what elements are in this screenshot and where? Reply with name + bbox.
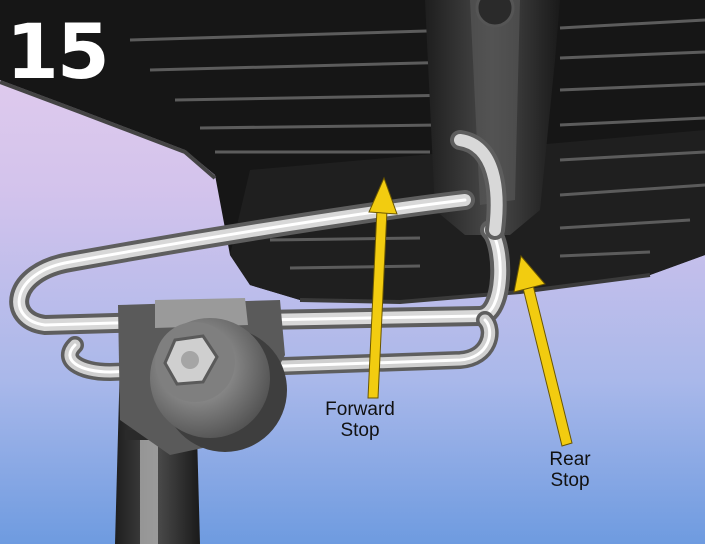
rear-stop-label-line1: Rear [549,449,591,470]
forward-stop-arrow [367,176,398,399]
rear-stop-arrow [513,254,573,447]
forward-stop-label: Forward Stop [314,399,406,441]
pivot-clamp [118,298,287,455]
rear-stop-label: Rear Stop [534,449,606,491]
rear-stop-label-line2: Stop [550,470,590,491]
forward-stop-label-line2: Stop [340,420,380,441]
step-number: 15 [6,7,110,96]
forward-stop-label-line1: Forward [325,399,395,420]
